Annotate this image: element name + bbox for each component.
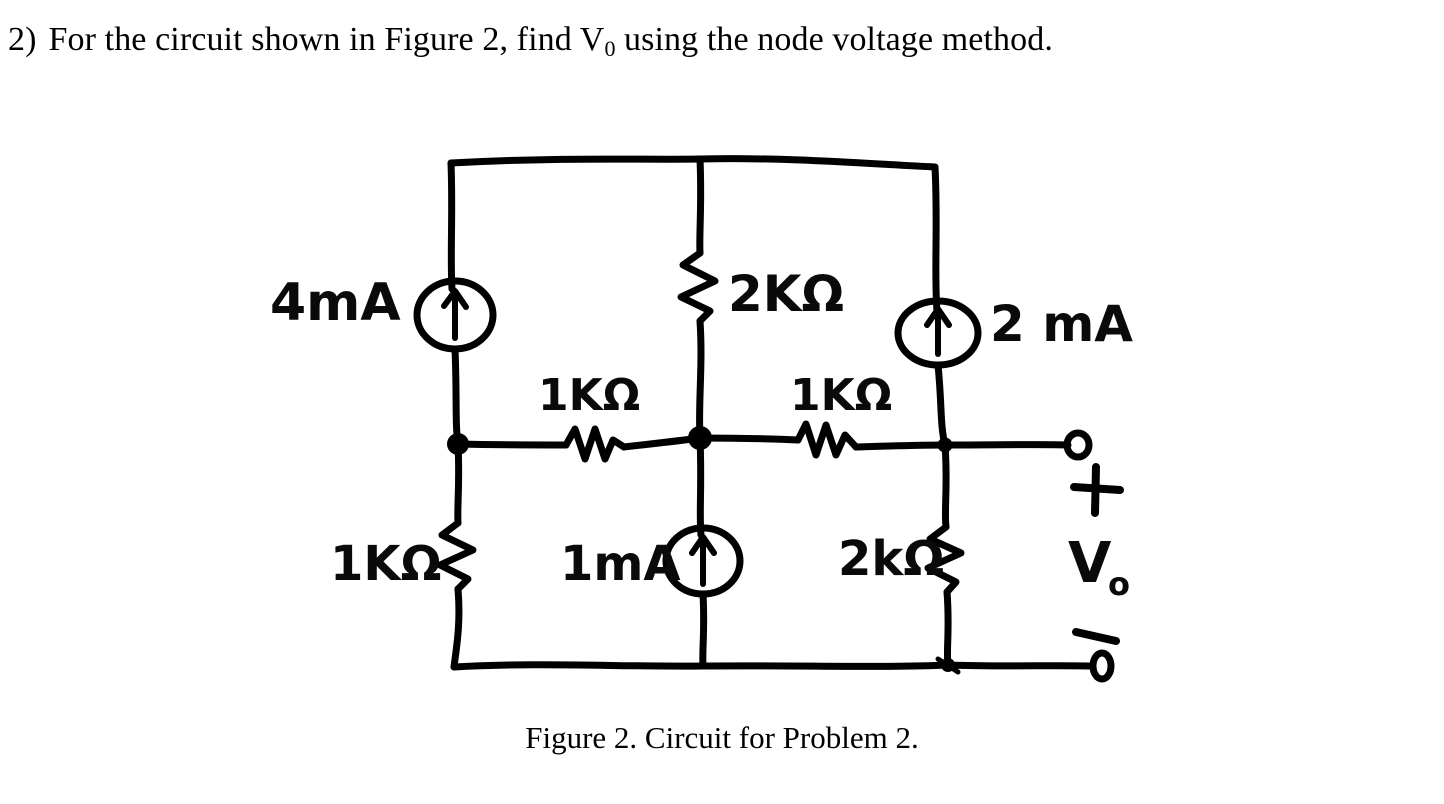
wire-middle-lower-b bbox=[699, 590, 708, 670]
wire-mid-left-a bbox=[454, 440, 570, 449]
wire-middle-lower-a bbox=[696, 434, 705, 539]
node-dot-middle bbox=[688, 426, 712, 450]
label-source-4ma: 4mA bbox=[270, 273, 401, 333]
junction-tick-line bbox=[935, 656, 961, 675]
wire-left-mid-upper bbox=[451, 345, 462, 448]
plus-vertical bbox=[1091, 463, 1100, 517]
resistor-2k-right-zigzag bbox=[924, 523, 965, 596]
label-resistor-1k-bottom-left: 1KΩ bbox=[330, 536, 441, 592]
circuit-text-labels: 4mA 2KΩ 2 mA 1KΩ 1KΩ 1KΩ 1mA 2kΩ V o bbox=[270, 265, 1133, 603]
wire-right-lower-a bbox=[941, 441, 950, 531]
wire-left-upper bbox=[447, 159, 456, 293]
resistor-1k-left-zigzag bbox=[562, 425, 628, 463]
label-resistor-2k-bottom-right: 2kΩ bbox=[838, 531, 944, 587]
wire-left-lower-a bbox=[454, 440, 463, 527]
label-output-voltage-subscript: o bbox=[1108, 565, 1130, 603]
voltage-subscript: 0 bbox=[604, 36, 616, 62]
source-2ma-arrow-head bbox=[924, 306, 952, 328]
wire-middle-upper-b bbox=[696, 317, 705, 442]
output-terminal-top bbox=[1063, 429, 1093, 461]
wire-mid-right-a bbox=[696, 434, 802, 444]
minus-mark bbox=[1072, 628, 1120, 645]
output-terminals bbox=[1063, 429, 1115, 683]
resistor-1k-left-vert-zigzag bbox=[436, 519, 477, 593]
circuit-figure: 4mA 2KΩ 2 mA 1KΩ 1KΩ 1KΩ 1mA 2kΩ V o bbox=[0, 95, 1444, 695]
label-source-2ma: 2 mA bbox=[990, 295, 1133, 353]
node-dot-left bbox=[447, 433, 469, 455]
output-terminal-bottom bbox=[1089, 649, 1115, 683]
label-output-voltage: V bbox=[1068, 531, 1112, 596]
wire-top bbox=[447, 155, 939, 171]
label-resistor-2k-top: 2KΩ bbox=[728, 265, 844, 323]
problem-text-after: using the node voltage method. bbox=[615, 21, 1053, 58]
wire-bottom bbox=[450, 661, 952, 671]
source-1ma-arrow-head bbox=[689, 534, 717, 556]
figure-caption: Figure 2. Circuit for Problem 2. bbox=[525, 720, 919, 755]
wire-middle-upper-a bbox=[696, 155, 705, 257]
circuit-schematic-svg: 4mA 2KΩ 2 mA 1KΩ 1KΩ 1KΩ 1mA 2kΩ V o bbox=[270, 155, 1133, 683]
source-4ma-arrow-head bbox=[441, 288, 469, 310]
wire-right-lower-b bbox=[943, 588, 952, 669]
resistor-2k-zigzag bbox=[677, 249, 719, 325]
label-resistor-1k-left: 1KΩ bbox=[538, 370, 640, 421]
problem-text-before: For the circuit shown in Figure 2, find … bbox=[48, 21, 605, 58]
label-source-1ma: 1mA bbox=[560, 536, 681, 592]
wire-right-upper bbox=[931, 163, 941, 315]
wire-mid-right-b bbox=[852, 441, 949, 451]
problem-number: 2) bbox=[8, 21, 37, 58]
node-dot-right bbox=[937, 437, 953, 453]
circuit-wires bbox=[413, 155, 1096, 671]
polarity-marks bbox=[1070, 463, 1124, 645]
wire-left-lower-b bbox=[450, 585, 463, 671]
problem-statement: 2) For the circuit shown in Figure 2, fin… bbox=[8, 18, 1408, 71]
resistor-1k-right-zigzag bbox=[794, 420, 860, 459]
label-resistor-1k-right: 1KΩ bbox=[790, 370, 892, 421]
junction-tick bbox=[935, 656, 961, 675]
wire-right-mid-upper bbox=[934, 361, 949, 449]
wire-output-bottom bbox=[944, 661, 1096, 670]
